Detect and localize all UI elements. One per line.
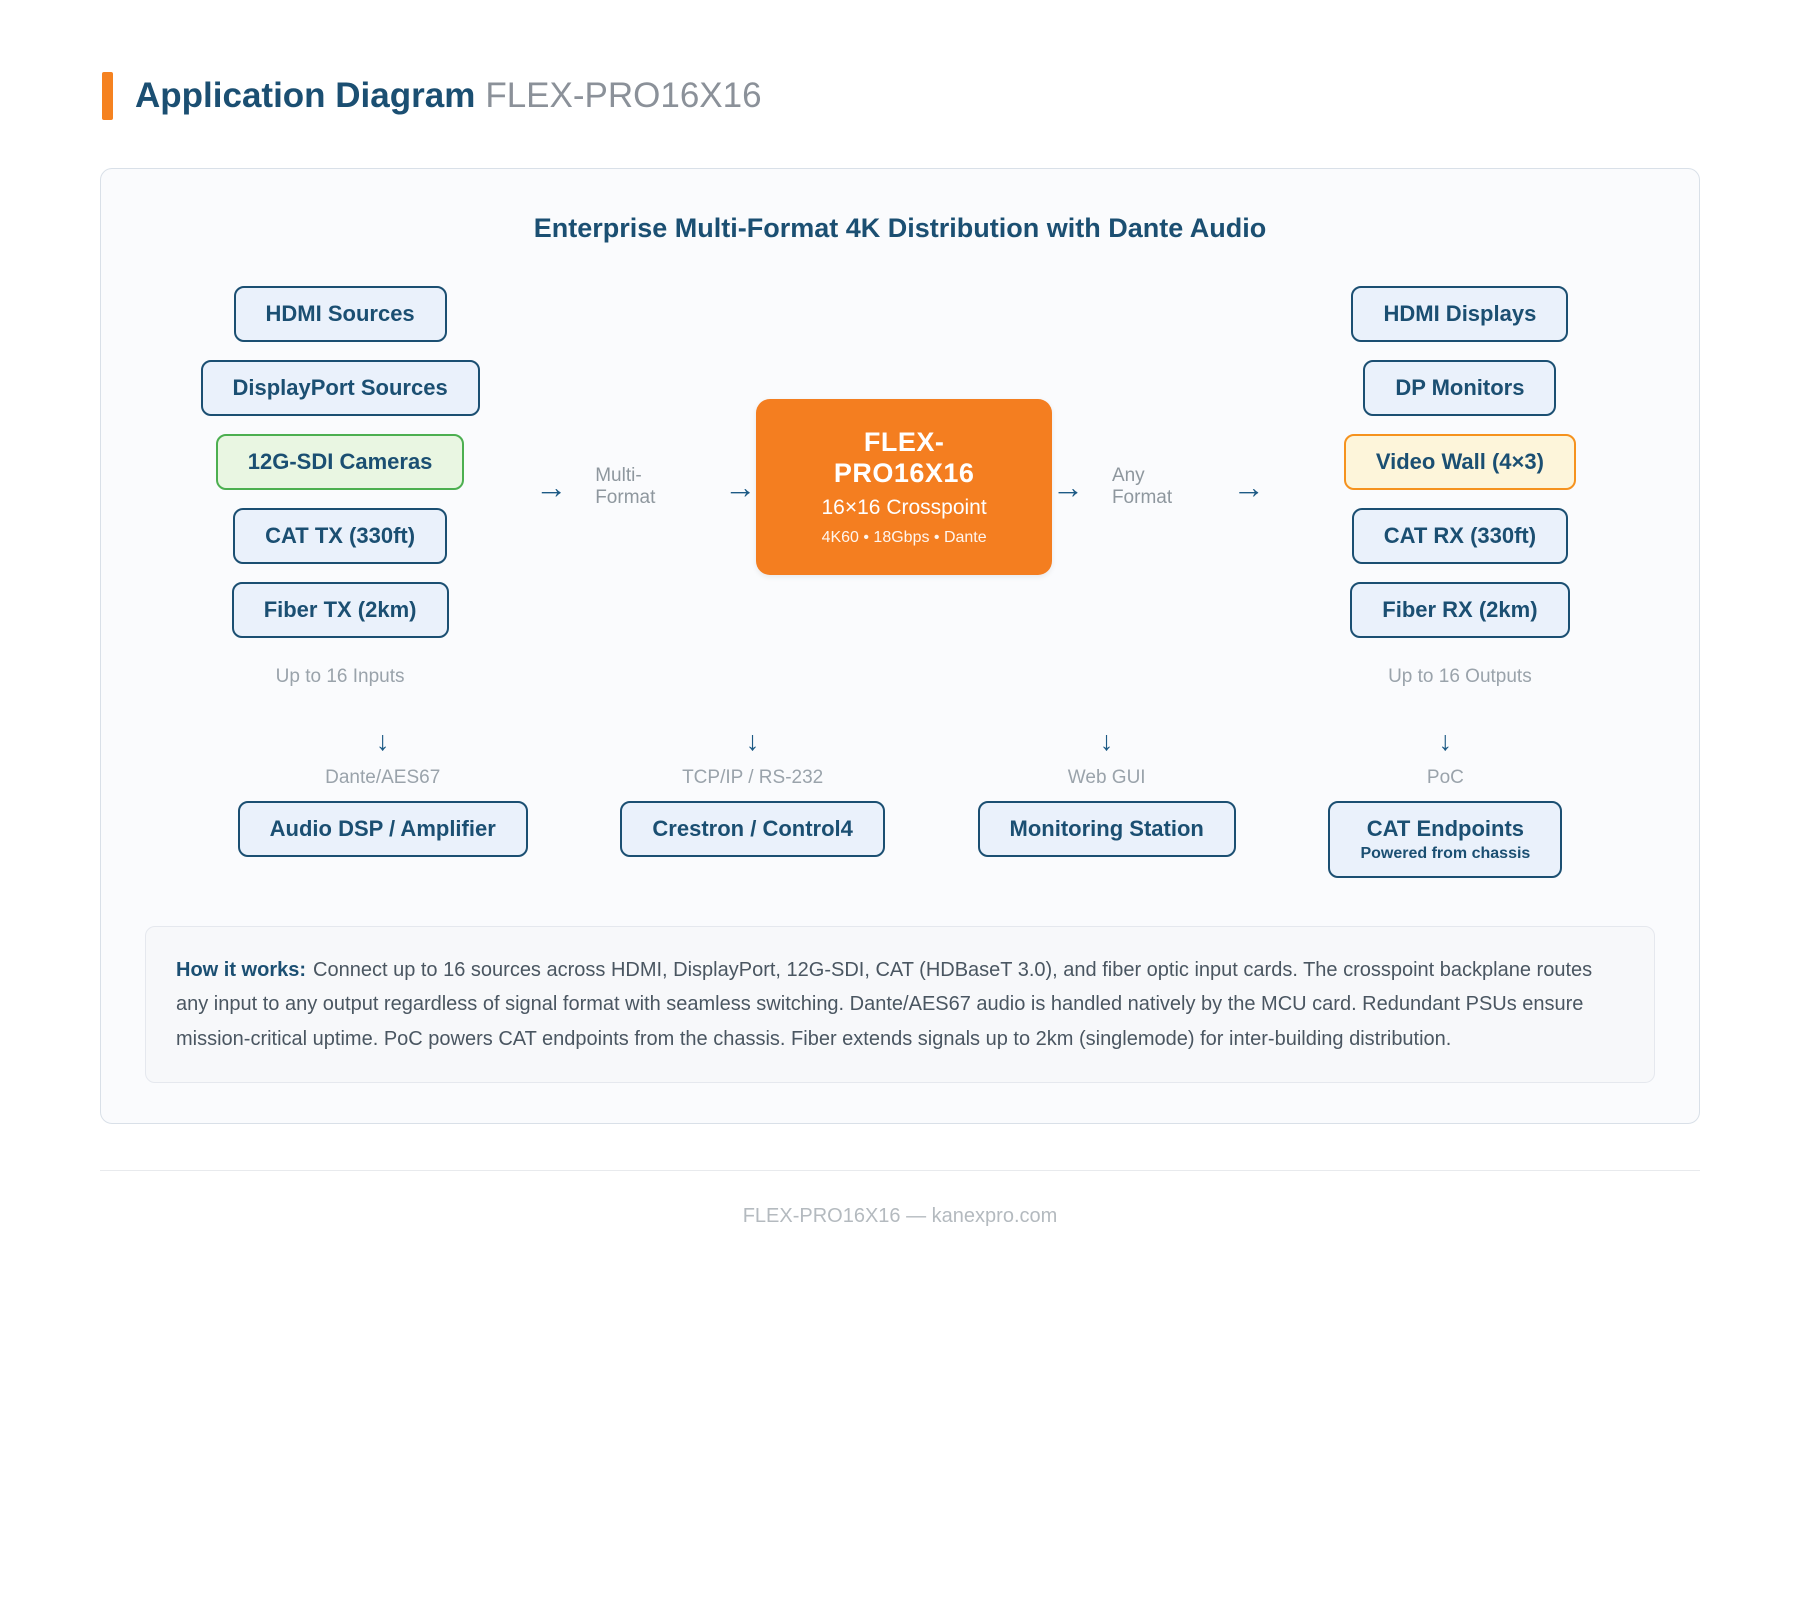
right-arrow-icon: → <box>1051 469 1084 505</box>
down-arrow-icon: ↓ <box>1438 726 1453 756</box>
input-node-displayport-sources: DisplayPort Sources <box>200 360 480 416</box>
inputs-column: HDMI Sources DisplayPort Sources 12G-SDI… <box>145 286 535 688</box>
connection-monitoring: ↓ Web GUI Monitoring Station <box>977 726 1236 857</box>
output-flow-label: Any Format <box>1111 465 1173 508</box>
core-subtitle: 16×16 Crosspoint <box>821 496 987 519</box>
connection-node-sublabel: Powered from chassis <box>1360 845 1531 862</box>
connection-cat-endpoints: ↓ PoC CAT Endpoints Powered from chassis <box>1328 726 1563 878</box>
connection-node-label: CAT Endpoints <box>1366 816 1524 841</box>
page-title-bold: Application Diagram <box>135 76 476 115</box>
input-node-hdmi-sources: HDMI Sources <box>233 286 447 342</box>
footer-divider <box>100 1170 1700 1172</box>
connection-node-audio-dsp: Audio DSP / Amplifier <box>237 801 528 857</box>
output-node-dp-monitors: DP Monitors <box>1363 360 1557 416</box>
down-arrow-icon: ↓ <box>1099 726 1114 756</box>
connections-row: ↓ Dante/AES67 Audio DSP / Amplifier ↓ TC… <box>145 728 1655 878</box>
connection-caption: PoC <box>1426 767 1464 788</box>
down-arrow-icon: ↓ <box>745 726 760 756</box>
core-matrix-node: FLEX-PRO16X16 16×16 Crosspoint 4K60 • 18… <box>756 399 1052 575</box>
input-flow-label: Multi-Format <box>595 465 656 508</box>
input-node-fiber-tx: Fiber TX (2km) <box>231 582 449 638</box>
accent-bar-icon <box>102 72 113 120</box>
connection-node-crestron: Crestron / Control4 <box>620 801 885 857</box>
inputs-caption: Up to 16 Inputs <box>275 666 405 687</box>
right-arrow-icon: → <box>1232 469 1265 505</box>
how-it-works-label: How it works: <box>176 959 307 981</box>
output-node-video-wall: Video Wall (4×3) <box>1343 434 1576 490</box>
input-flow: → Multi-Format → <box>535 465 756 509</box>
outputs-column: HDMI Displays DP Monitors Video Wall (4×… <box>1265 286 1655 688</box>
diagram-main-row: HDMI Sources DisplayPort Sources 12G-SDI… <box>145 286 1655 688</box>
connection-caption: Dante/AES67 <box>325 767 441 788</box>
core-specs: 4K60 • 18Gbps • Dante <box>821 529 987 546</box>
output-node-fiber-rx: Fiber RX (2km) <box>1350 582 1570 638</box>
core-title: FLEX-PRO16X16 <box>833 427 975 488</box>
input-node-cat-tx: CAT TX (330ft) <box>233 508 448 564</box>
connection-caption: Web GUI <box>1067 767 1146 788</box>
diagram-title: Enterprise Multi-Format 4K Distribution … <box>533 213 1267 243</box>
footer-text: FLEX-PRO16X16 — kanexpro.com <box>742 1205 1058 1228</box>
how-it-works-text: Connect up to 16 sources across HDMI, Di… <box>176 959 1593 1050</box>
connection-control: ↓ TCP/IP / RS-232 Crestron / Control4 <box>620 726 885 857</box>
how-it-works-box: How it works:Connect up to 16 sources ac… <box>145 926 1655 1084</box>
diagram-panel: Enterprise Multi-Format 4K Distribution … <box>100 168 1700 1125</box>
output-node-cat-rx: CAT RX (330ft) <box>1351 508 1569 564</box>
output-node-hdmi-displays: HDMI Displays <box>1351 286 1569 342</box>
input-node-12g-sdi-cameras: 12G-SDI Cameras <box>215 434 465 490</box>
right-arrow-icon: → <box>535 469 568 505</box>
connection-caption: TCP/IP / RS-232 <box>682 767 824 788</box>
connection-node-monitoring-station: Monitoring Station <box>977 801 1236 857</box>
output-flow: → Any Format → <box>1052 465 1265 509</box>
page-title-model: FLEX-PRO16X16 <box>485 76 762 115</box>
outputs-caption: Up to 16 Outputs <box>1388 666 1532 687</box>
connection-node-cat-endpoints: CAT Endpoints Powered from chassis <box>1328 801 1563 878</box>
down-arrow-icon: ↓ <box>375 726 390 756</box>
right-arrow-icon: → <box>724 469 757 505</box>
connection-audio-dsp: ↓ Dante/AES67 Audio DSP / Amplifier <box>237 726 528 857</box>
